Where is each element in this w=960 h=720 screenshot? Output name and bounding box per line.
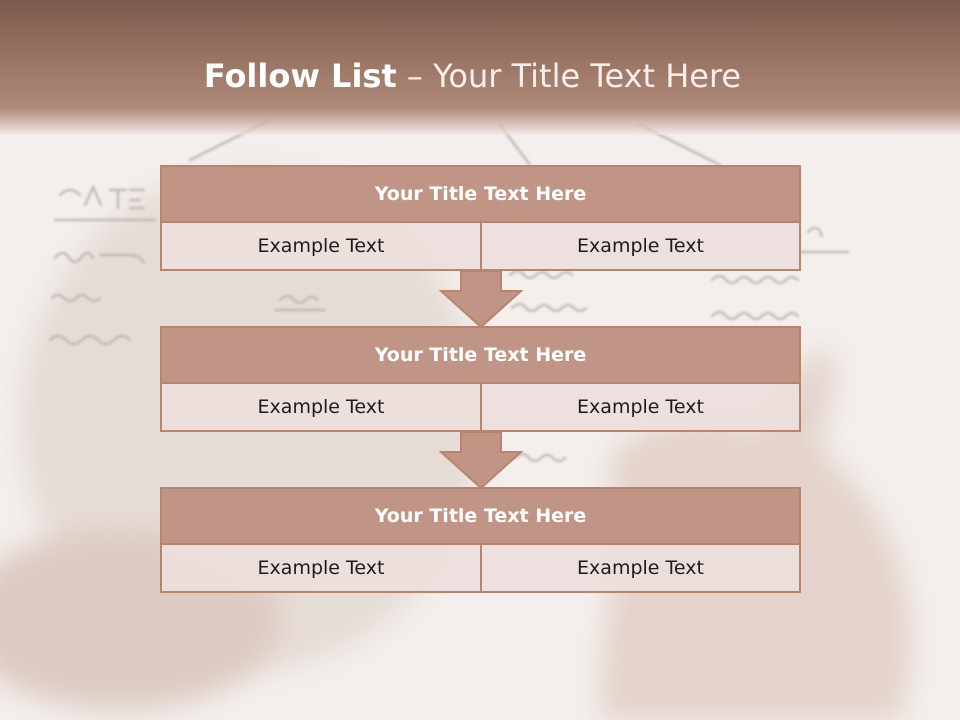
down-arrow-icon	[439, 271, 523, 329]
step-block-right-cell: Example Text	[482, 384, 799, 430]
step-block-2: Your Title Text Here Example Text Exampl…	[160, 326, 801, 432]
step-block-title: Your Title Text Here	[162, 489, 799, 545]
slide-title-bold: Follow List	[203, 57, 397, 95]
down-arrow-icon	[439, 432, 523, 490]
step-block-3: Your Title Text Here Example Text Exampl…	[160, 487, 801, 593]
header-band	[0, 0, 960, 135]
step-block-left-cell: Example Text	[162, 223, 482, 269]
step-block-title: Your Title Text Here	[162, 167, 799, 223]
step-block-left-cell: Example Text	[162, 545, 482, 591]
slide-title-rest: – Your Title Text Here	[396, 57, 742, 95]
step-block-title: Your Title Text Here	[162, 328, 799, 384]
step-block-1: Your Title Text Here Example Text Exampl…	[160, 165, 801, 271]
step-block-right-cell: Example Text	[482, 223, 799, 269]
step-block-left-cell: Example Text	[162, 384, 482, 430]
step-block-right-cell: Example Text	[482, 545, 799, 591]
slide-title: Follow List – Your Title Text Here	[0, 55, 945, 97]
